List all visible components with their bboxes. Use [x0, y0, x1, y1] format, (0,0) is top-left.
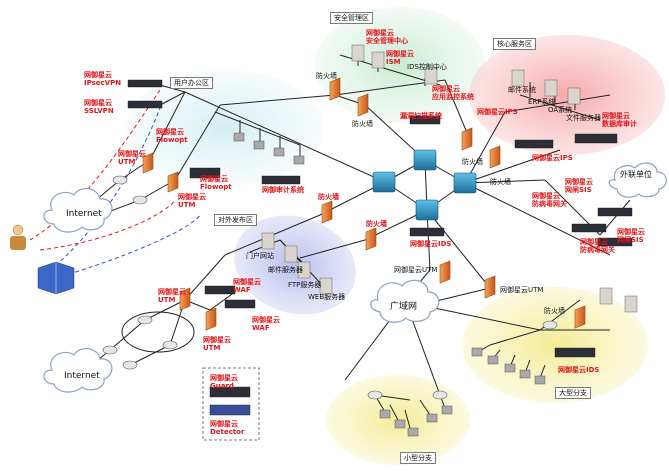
internet-top-label: Internet: [66, 209, 102, 219]
label-fw-pub: 防火墙: [318, 193, 339, 201]
label-av-gw1: 网御星云 防病毒网关: [532, 192, 567, 208]
label-ids-branch: 网御星云IDS: [558, 366, 600, 374]
server-icons: [261, 44, 638, 313]
label-ids-mid: 网御星云IDS: [410, 240, 452, 248]
label-gis2: 网御星云 网闸SIS: [617, 228, 645, 244]
label-fw-branch: 防火墙: [544, 307, 565, 315]
label-sslvpn: 网御星云 SSLVPN: [84, 99, 114, 115]
label-erp: ERP系统: [528, 98, 556, 106]
zone-label-user-office: 用户办公区: [170, 77, 213, 89]
remote-user-icon: [10, 224, 26, 250]
label-utm-office2: 网御星云 UTM: [178, 193, 206, 209]
internet-cloud-bottom: [43, 348, 113, 393]
office-lan: [214, 111, 301, 158]
label-waf1: 网御星云 WAF: [233, 278, 261, 294]
label-web: WEB服务器: [308, 293, 346, 301]
wan-label: 广域网: [390, 302, 418, 312]
internet-cloud-top: [43, 188, 113, 233]
zone-large-branch-bg: [462, 287, 648, 403]
label-flowopt2: 网御星云 Flowopt: [200, 175, 232, 191]
label-av-gw2: 网御星云 防病毒网关: [580, 238, 615, 254]
zone-label-large-branch: 大型分支: [555, 387, 591, 399]
workstation-icons: [233, 132, 546, 437]
label-fw-sec: 防火墙: [352, 120, 373, 128]
label-ips1: 网御星云IPS: [477, 108, 518, 116]
rack-device-icons: [127, 79, 633, 416]
core-switch-icons: [372, 149, 477, 221]
label-ids-center: IDS控制中心: [407, 63, 447, 71]
label-flowopt1: 网御星云 Flowopt: [156, 128, 188, 144]
label-ftp: FTP服务器: [288, 281, 322, 289]
label-guard: 网御星云 Guard: [210, 374, 238, 390]
label-detector: 网御星云 Detector: [210, 420, 245, 436]
label-gis1: 网御星云 网闸SIS: [565, 178, 593, 194]
firewall-icons: [142, 77, 586, 331]
label-mail-core: 邮件系统: [508, 86, 536, 94]
label-utm-wan1: 网御星云UTM: [394, 266, 438, 274]
label-fw-mid: 防火墙: [366, 220, 387, 228]
label-oa: OA系统: [548, 106, 573, 114]
zone-security-bg: [315, 7, 485, 123]
label-waf2: 网御星云 WAF: [252, 316, 280, 332]
label-vuln-scan: 漏洞扫描系统: [400, 112, 442, 120]
label-utm-pub2: 网御星云 UTM: [203, 336, 231, 352]
zone-label-security-mgmt: 安全管理区: [330, 12, 373, 24]
internet-bottom-label: Internet: [64, 371, 100, 381]
label-sec-center: 网御星云 安全管理中心: [366, 29, 408, 45]
label-db-audit: 网御星云 数据库审计: [602, 112, 637, 128]
label-audit-sys: 网御审计系统: [262, 186, 304, 194]
label-fw-office: 防火墙: [316, 72, 337, 80]
external-cloud: [608, 162, 667, 198]
label-ism: 网御星云 ISM: [386, 50, 414, 66]
label-mail-pub: 邮件服务器: [268, 266, 303, 274]
router-cluster-ring: [121, 311, 195, 353]
zone-core-bg: [469, 35, 665, 155]
label-portal: 门户网站: [246, 252, 274, 260]
label-utm-wan2: 网御星云UTM: [500, 286, 544, 294]
label-app-monitor: 网御星云 应用监控系统: [432, 85, 474, 101]
label-fw-core1: 防火墙: [462, 158, 483, 166]
zone-label-public-release: 对外发布区: [214, 214, 257, 226]
router-icons: [102, 175, 558, 400]
zone-label-external-unit: 外联单位: [620, 170, 652, 179]
label-file-srv: 文件服务器: [566, 114, 601, 122]
label-ipsecvpn: 网御星云 IPsecVPN: [84, 71, 122, 87]
label-utm-pub1: 网御星云 UTM: [158, 288, 186, 304]
zone-office-bg: [127, 70, 323, 186]
zone-label-small-branch: 小型分支: [400, 452, 436, 464]
label-utm-office1: 网御星云 UTM: [118, 150, 146, 166]
wan-cloud: [370, 279, 440, 323]
building-icon: [37, 261, 75, 295]
remote-vpn-links: [29, 89, 201, 279]
guard-detector-box: [202, 367, 260, 441]
label-ips2: 网御星云IPS: [532, 154, 573, 162]
label-fw-core2: 防火墙: [490, 178, 511, 186]
zone-label-core-service: 核心服务区: [493, 38, 536, 50]
